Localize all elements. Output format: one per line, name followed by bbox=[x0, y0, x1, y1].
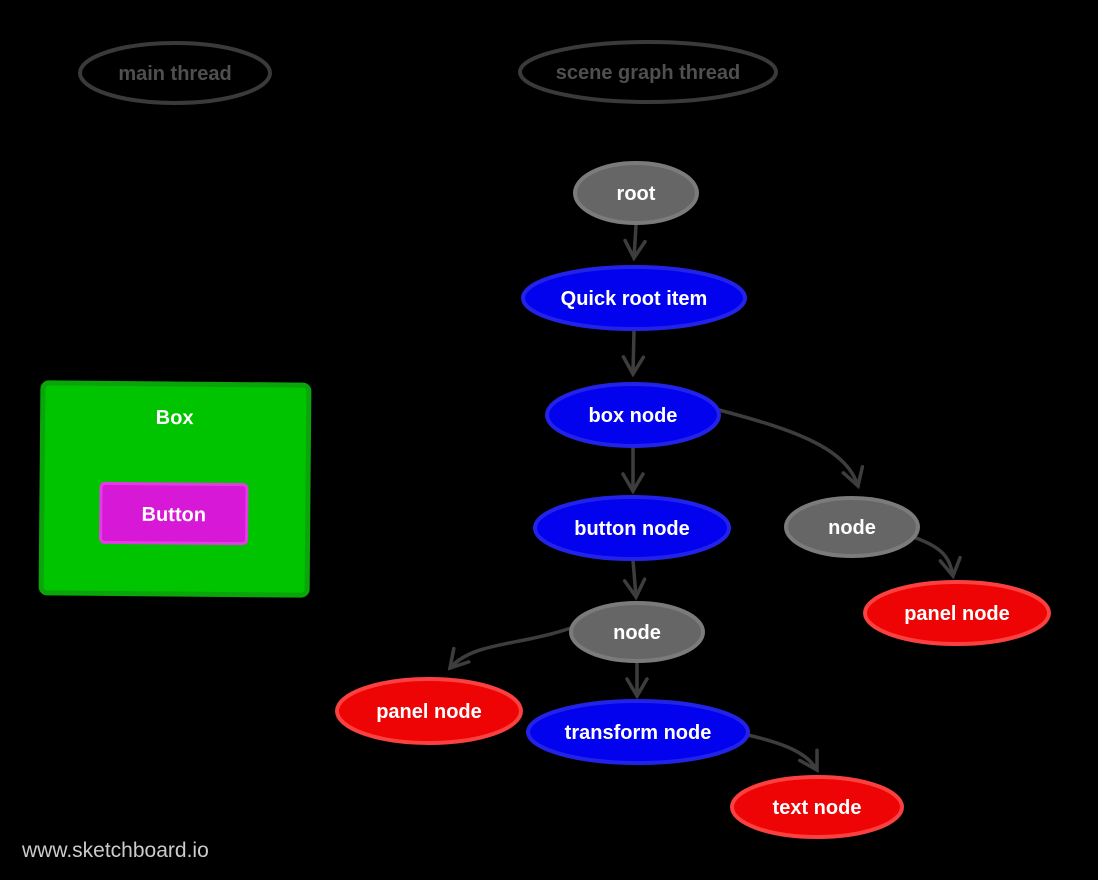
graph-node-panel-node-right[interactable]: panel node bbox=[863, 580, 1051, 646]
thread-main-ellipse bbox=[78, 41, 272, 105]
box-node-label: box node bbox=[589, 405, 678, 427]
transform-node-ellipse bbox=[526, 699, 750, 765]
transform-node-label: transform node bbox=[565, 722, 712, 744]
graph-node-text-node[interactable]: text node bbox=[730, 775, 904, 839]
edge-box-node-to-node-right[interactable] bbox=[717, 408, 865, 490]
thread-main-label: main thread bbox=[118, 63, 231, 85]
root-ellipse bbox=[573, 161, 699, 225]
thread-scene-graph[interactable]: scene graph thread bbox=[518, 40, 778, 104]
edge-transform-node-to-text-node[interactable] bbox=[746, 733, 819, 773]
ui-preview: Box Button bbox=[38, 380, 312, 598]
panel-node-right-label: panel node bbox=[904, 603, 1010, 625]
node-center-label: node bbox=[613, 622, 661, 644]
graph-node-root[interactable]: root bbox=[573, 161, 699, 225]
edge-button-node-to-node-center[interactable] bbox=[622, 558, 647, 601]
node-center-ellipse bbox=[569, 601, 705, 663]
node-right-label: node bbox=[828, 517, 876, 539]
quick-root-item-label: Quick root item bbox=[561, 288, 708, 310]
text-node-ellipse bbox=[730, 775, 904, 839]
panel-node-right-ellipse bbox=[863, 580, 1051, 646]
sketchboard-watermark: www.sketchboard.io bbox=[21, 839, 209, 862]
graph-node-panel-node-left[interactable]: panel node bbox=[335, 677, 523, 745]
node-right-ellipse bbox=[784, 496, 920, 558]
edge-node-right-to-panel-node-right[interactable] bbox=[914, 536, 962, 580]
text-node-label: text node bbox=[773, 797, 862, 819]
ui-preview-button-label: Button bbox=[141, 504, 206, 527]
graph-node-button-node[interactable]: button node bbox=[533, 495, 731, 561]
ui-preview-button[interactable] bbox=[99, 481, 249, 546]
graph-node-box-node[interactable]: box node bbox=[545, 382, 721, 448]
quick-root-item-ellipse bbox=[521, 265, 747, 331]
edge-root-to-quick-root-item[interactable] bbox=[623, 223, 647, 262]
panel-node-left-label: panel node bbox=[376, 701, 482, 723]
ui-preview-box-label: Box bbox=[156, 407, 194, 429]
graph-node-transform-node[interactable]: transform node bbox=[526, 699, 750, 765]
graph-node-quick-root-item[interactable]: Quick root item bbox=[521, 265, 747, 331]
edge-quick-root-item-to-box-node[interactable] bbox=[621, 328, 646, 378]
button-node-ellipse bbox=[533, 495, 731, 561]
button-node-label: button node bbox=[574, 518, 690, 540]
root-label: root bbox=[617, 183, 656, 205]
thread-main[interactable]: main thread bbox=[78, 41, 272, 105]
graph-node-node-right[interactable]: node bbox=[784, 496, 920, 558]
thread-scene-graph-label: scene graph thread bbox=[556, 62, 741, 84]
thread-scene-graph-ellipse bbox=[518, 40, 778, 104]
panel-node-left-ellipse bbox=[335, 677, 523, 745]
edge-node-center-to-panel-node-left[interactable] bbox=[447, 626, 573, 671]
graph-node-node-center[interactable]: node bbox=[569, 601, 705, 663]
box-node-ellipse bbox=[545, 382, 721, 448]
